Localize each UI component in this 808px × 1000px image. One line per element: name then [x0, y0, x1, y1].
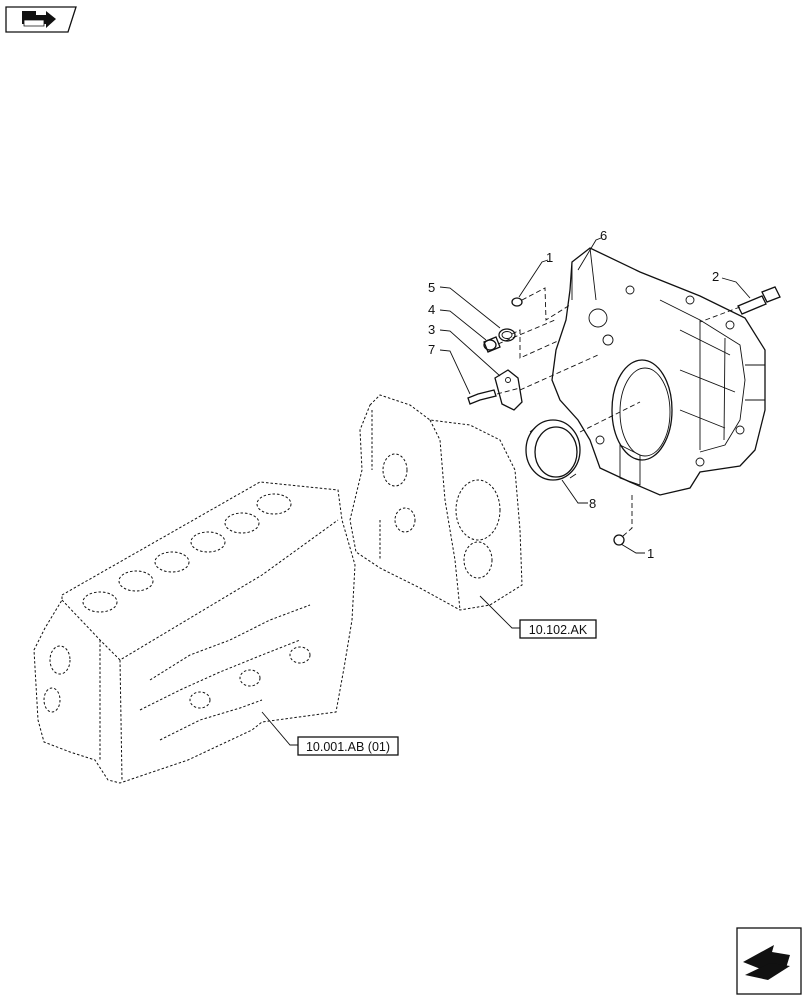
callout-6: 6 [600, 228, 607, 243]
bolt-part-2 [737, 286, 781, 315]
seal-ring-part-8 [525, 419, 581, 481]
ref-engine-block-label: 10.001.AB (01) [306, 740, 390, 754]
callout-5: 5 [428, 280, 435, 295]
callout-8: 8 [589, 496, 596, 511]
next-page-arrow-icon[interactable] [736, 927, 802, 995]
assembly-lines [496, 287, 741, 537]
flywheel-housing [551, 247, 766, 496]
screw-part-7 [467, 389, 497, 405]
plug-part-1-bottom [613, 534, 625, 546]
callout-3: 3 [428, 322, 435, 337]
o-ring-part-5 [498, 328, 516, 342]
leader-lines [261, 237, 751, 746]
callout-7: 7 [428, 342, 435, 357]
cover-plate-part-3 [494, 369, 523, 411]
sleeve-part-4 [483, 336, 501, 353]
callout-2: 2 [712, 269, 719, 284]
callout-1-top: 1 [546, 250, 553, 265]
callout-4: 4 [428, 302, 435, 317]
engine-block-phantom [33, 481, 356, 784]
ref-gear-housing[interactable]: 10.102.AK [519, 619, 597, 639]
ref-gear-housing-label: 10.102.AK [529, 623, 588, 637]
book-arrow-icon[interactable] [5, 6, 77, 33]
callout-1-bottom: 1 [647, 546, 654, 561]
ref-engine-block[interactable]: 10.001.AB (01) [297, 736, 399, 756]
plug-part-1-top [511, 297, 523, 307]
gear-housing-phantom [349, 394, 523, 611]
